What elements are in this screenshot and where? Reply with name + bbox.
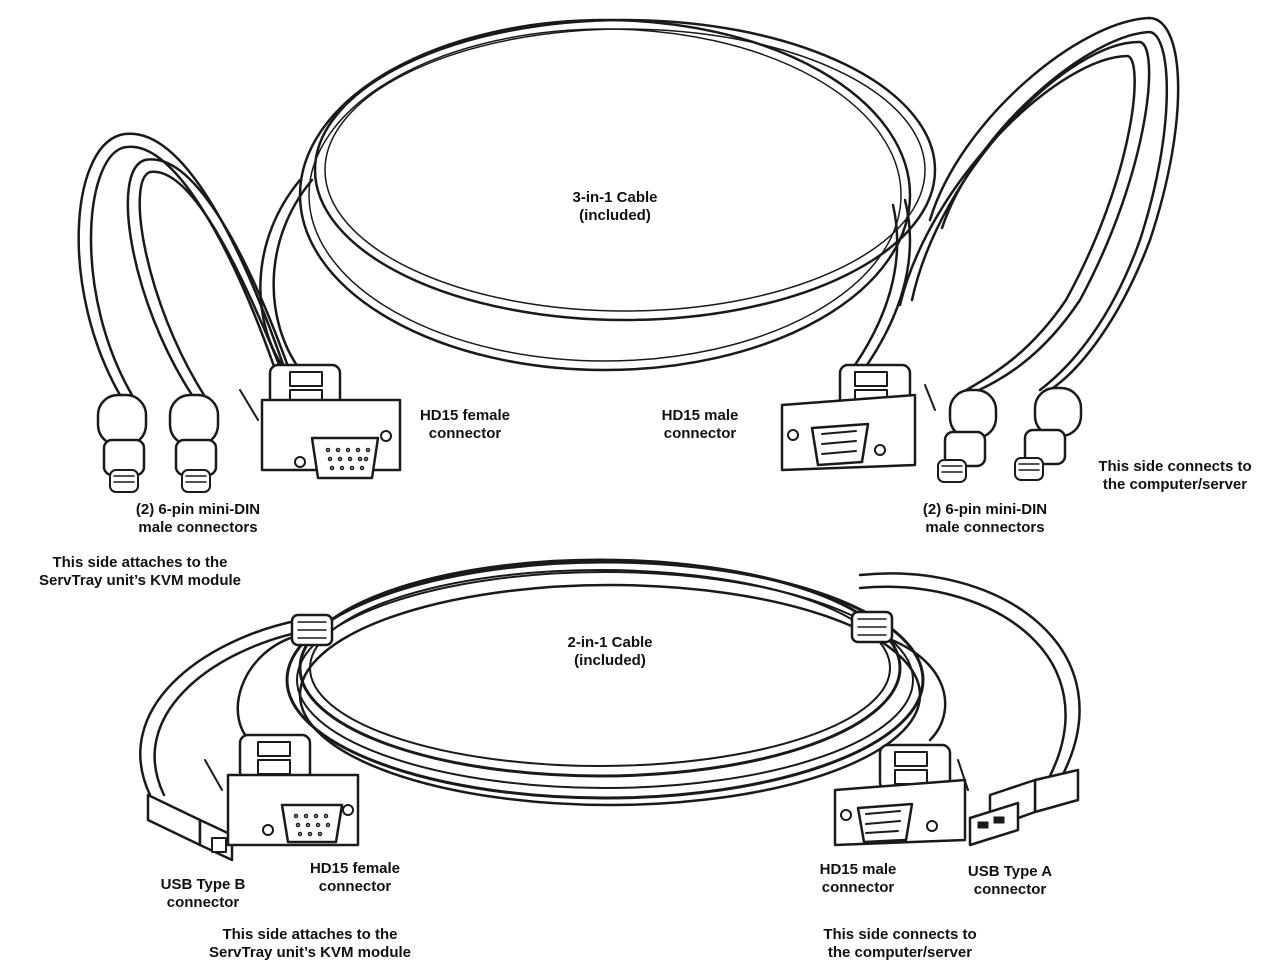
top-right-mini-din-cable xyxy=(928,16,1180,392)
label-line: This side connects to xyxy=(823,926,977,943)
label-line: This side attaches to the xyxy=(52,554,228,571)
top-left-cable-tail xyxy=(272,178,314,372)
label-line: connector xyxy=(428,425,502,442)
label-usb-type-b: USB Type B connector xyxy=(148,876,258,912)
label-usb-type-a: USB Type A connector xyxy=(950,863,1070,899)
label-line: USB Type B xyxy=(160,876,246,893)
label-line: (included) xyxy=(574,652,646,669)
label-line: connector xyxy=(821,879,895,896)
bottom-cable-coil xyxy=(298,583,922,807)
cable-ferrite-left xyxy=(290,613,334,647)
label-hd15-male-bottom: HD15 male connector xyxy=(798,861,918,897)
label-line: connector xyxy=(663,425,737,442)
label-hd15-female-top: HD15 female connector xyxy=(410,407,520,443)
top-cable-title: 3-in-1 Cable (included) xyxy=(560,189,670,225)
top-right-cable-tail xyxy=(846,203,899,377)
note-right-top: This side connects to the computer/serve… xyxy=(1080,458,1270,494)
bottom-left-usb-cable xyxy=(139,618,302,797)
mini-din-connector-left-2 xyxy=(168,393,220,493)
bottom-cable-title: 2-in-1 Cable (included) xyxy=(555,634,665,670)
top-cable-coil xyxy=(313,18,937,322)
top-left-mini-din-cable xyxy=(126,158,292,397)
top-left-mini-din-cable xyxy=(138,170,284,397)
label-line: male connectors xyxy=(138,519,258,536)
top-left-cable-tail xyxy=(259,178,302,372)
top-right-cable-tail xyxy=(858,198,912,377)
label-mini-din-left: (2) 6-pin mini-DIN male connectors xyxy=(108,501,288,537)
top-left-mini-din-cable xyxy=(77,132,287,397)
label-line: (2) 6-pin mini-DIN xyxy=(922,501,1048,518)
usb-type-a-connector xyxy=(968,768,1080,847)
label-line: HD15 male xyxy=(661,407,739,424)
label-line: HD15 female xyxy=(309,860,401,877)
bottom-cable-coil xyxy=(296,571,914,789)
label-line: (2) 6-pin mini-DIN xyxy=(135,501,261,518)
label-line: the computer/server xyxy=(1102,476,1248,493)
label-line: male connectors xyxy=(925,519,1045,536)
label-line: connector xyxy=(166,894,240,911)
usb-type-b-connector xyxy=(146,793,234,862)
label-line: the computer/server xyxy=(827,944,973,961)
label-line: HD15 female xyxy=(419,407,511,424)
top-right-mini-din-cable xyxy=(940,30,1168,392)
top-cable-coil xyxy=(324,28,926,312)
note-left-top: This side attaches to the ServTray unit’… xyxy=(20,554,260,590)
label-line: connector xyxy=(973,881,1047,898)
label-line: 2-in-1 Cable xyxy=(567,634,653,651)
bottom-cable-coil xyxy=(285,560,925,800)
hd15-male-connector-top xyxy=(780,363,936,472)
hd15-male-connector-bottom xyxy=(833,743,969,847)
label-line: This side attaches to the xyxy=(222,926,398,943)
top-left-mini-din-cable xyxy=(89,145,278,397)
label-line: HD15 male xyxy=(819,861,897,878)
label-mini-din-right: (2) 6-pin mini-DIN male connectors xyxy=(895,501,1075,537)
note-left-bottom: This side attaches to the ServTray unit’… xyxy=(180,926,440,962)
bottom-right-usb-cable xyxy=(858,585,1067,782)
label-line: (included) xyxy=(579,207,651,224)
top-right-mini-din-cable xyxy=(898,54,1136,394)
bottom-cable-coil xyxy=(298,558,902,778)
label-line: ServTray unit’s KVM module xyxy=(39,572,241,589)
three-in-one-cable xyxy=(77,16,1180,493)
mini-din-connector-right-1 xyxy=(937,388,998,483)
cable-ferrite-right xyxy=(850,610,894,644)
mini-din-connector-right-2 xyxy=(1014,386,1083,481)
bottom-left-usb-cable xyxy=(153,630,302,797)
label-line: USB Type A xyxy=(967,863,1053,880)
label-hd15-female-bottom: HD15 female connector xyxy=(295,860,415,896)
label-line: This side connects to xyxy=(1098,458,1252,475)
label-line: ServTray unit’s KVM module xyxy=(209,944,411,961)
hd15-female-connector-bottom xyxy=(204,733,360,847)
hd15-female-connector-top xyxy=(239,363,402,480)
bottom-right-usb-cable xyxy=(858,572,1081,782)
top-right-mini-din-cable xyxy=(910,40,1151,394)
label-line: 3-in-1 Cable xyxy=(572,189,658,206)
label-line: connector xyxy=(318,878,392,895)
note-right-bottom: This side connects to the computer/serve… xyxy=(800,926,1000,962)
label-hd15-male-top: HD15 male connector xyxy=(640,407,760,443)
two-in-one-cable xyxy=(139,558,1081,862)
mini-din-connector-left-1 xyxy=(96,393,148,493)
bottom-left-vga-cable xyxy=(236,633,302,747)
